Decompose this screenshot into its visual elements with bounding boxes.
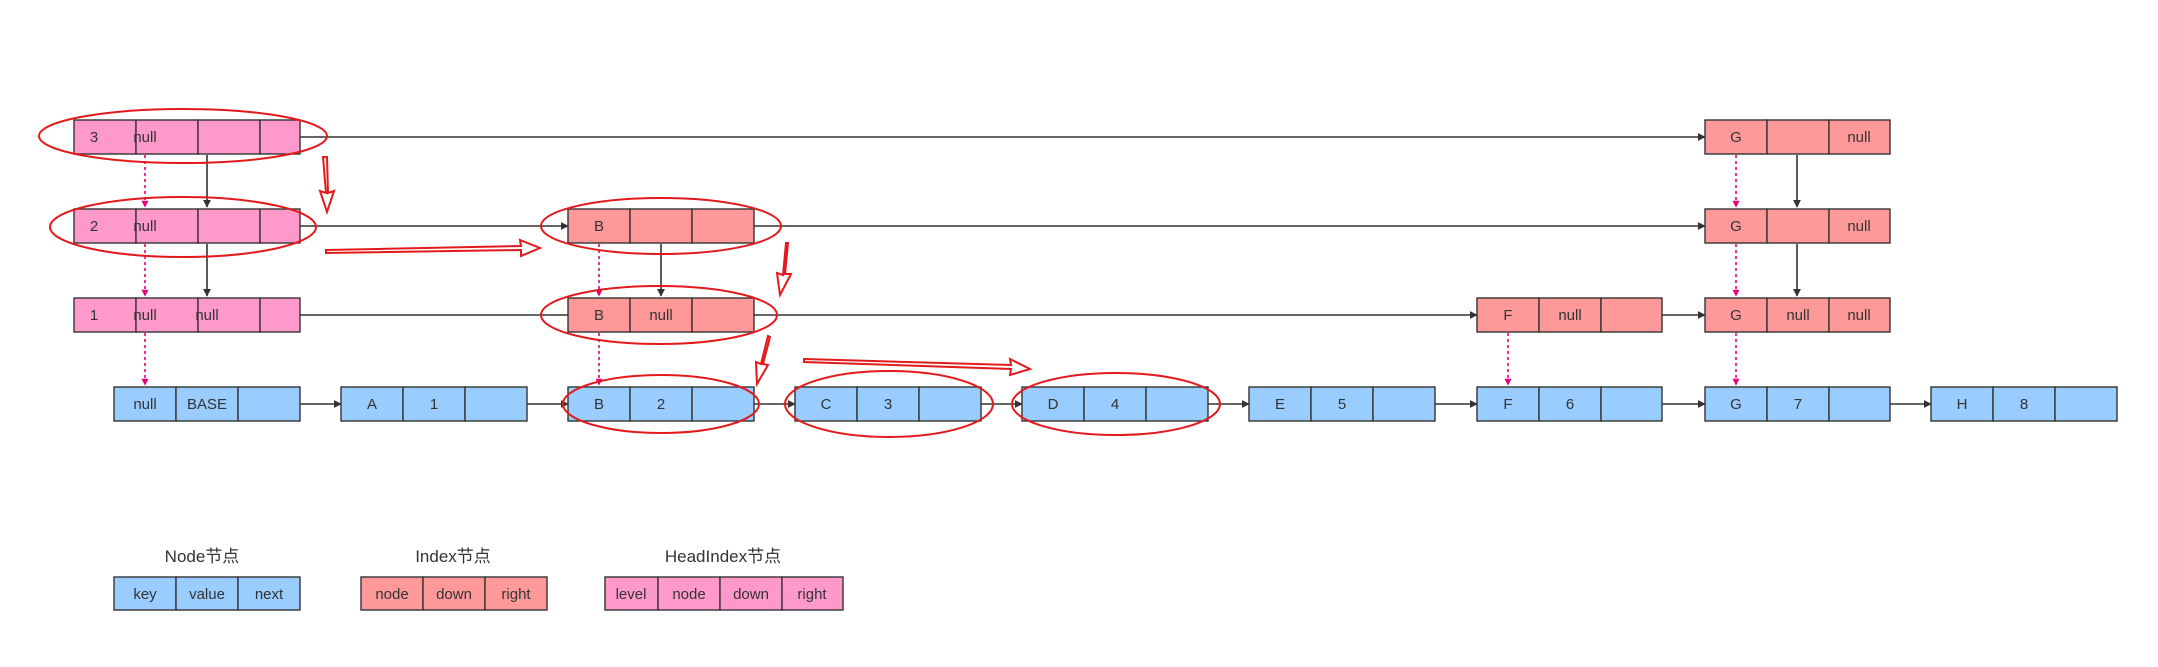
field-value: 1 <box>430 396 438 413</box>
field-key: E <box>1275 396 1285 413</box>
head-index-level-1: 1 null null <box>73 297 301 333</box>
field-value: 5 <box>1338 396 1346 413</box>
legend-head-index-title: HeadIndex节点 <box>665 547 781 566</box>
legend-index: Index节点 node down right <box>360 547 548 611</box>
legend-node-field-key: key <box>133 586 157 603</box>
field-right: null <box>1847 129 1870 146</box>
index-b-level-1: B null <box>567 297 755 333</box>
head-index-level-3: 3 null <box>73 119 301 155</box>
node-h: H 8 <box>1930 386 2118 422</box>
field-value: 8 <box>2020 396 2028 413</box>
legend-index-title: Index节点 <box>415 547 491 566</box>
highlight-ellipse-head2 <box>49 196 317 258</box>
field-key: D <box>1048 396 1059 413</box>
node-e: E 5 <box>1248 386 1436 422</box>
node-c: C 3 <box>794 386 982 422</box>
field-node: G <box>1730 218 1742 235</box>
legend-node-field-next: next <box>255 586 284 603</box>
field-down: null <box>195 307 218 324</box>
highlight-ellipse-node-b <box>562 374 760 434</box>
node-a: A 1 <box>340 386 528 422</box>
legend: Node节点 key value next Index节点 node down … <box>113 547 844 611</box>
field-value: 6 <box>1566 396 1574 413</box>
highlight-ellipse-b2 <box>540 197 782 255</box>
field-level: 2 <box>90 218 98 235</box>
highlight-ellipse-b1 <box>540 285 778 345</box>
highlight-ellipse-head3 <box>38 108 328 164</box>
head-index-level-2: 2 null <box>73 208 301 244</box>
field-right: null <box>1847 307 1870 324</box>
legend-index-field-right: right <box>501 586 531 603</box>
field-node: null <box>133 218 156 235</box>
hollow-arrow-down-1 <box>318 156 336 216</box>
field-node: G <box>1730 307 1742 324</box>
field-down: null <box>649 307 672 324</box>
field-value: BASE <box>187 396 227 413</box>
node-f: F 6 <box>1476 386 1663 422</box>
field-key: G <box>1730 396 1742 413</box>
field-key: F <box>1503 396 1512 413</box>
legend-head-index: HeadIndex节点 level node down right <box>604 547 844 611</box>
index-g-level-2: G null <box>1704 208 1891 244</box>
field-node: B <box>594 307 604 324</box>
index-g-level-3: G null <box>1704 119 1891 155</box>
search-path-highlight <box>38 108 1221 438</box>
field-value: 2 <box>657 396 665 413</box>
hollow-arrow-down-2 <box>775 242 793 299</box>
legend-node-field-value: value <box>189 586 225 603</box>
field-down: null <box>1558 307 1581 324</box>
legend-index-field-down: down <box>436 586 472 603</box>
field-level: 3 <box>90 129 98 146</box>
field-key: A <box>367 396 377 413</box>
field-node: F <box>1503 307 1512 324</box>
field-value: 7 <box>1794 396 1802 413</box>
field-node: G <box>1730 129 1742 146</box>
node-g: G 7 <box>1704 386 1891 422</box>
legend-head-field-right: right <box>797 586 827 603</box>
hollow-arrow-down-3 <box>754 334 772 388</box>
legend-head-field-node: node <box>672 586 705 603</box>
hollow-arrow-right-2 <box>803 357 1033 377</box>
legend-node-title: Node节点 <box>165 547 240 566</box>
highlight-ellipse-node-d <box>1011 372 1221 436</box>
field-value: 3 <box>884 396 892 413</box>
field-value: 4 <box>1111 396 1119 413</box>
legend-node: Node节点 key value next <box>113 547 301 611</box>
node-base: null BASE <box>113 386 301 422</box>
field-node: B <box>594 218 604 235</box>
legend-head-field-level: level <box>616 586 647 603</box>
index-g-level-1: G null null <box>1704 297 1891 333</box>
legend-head-field-down: down <box>733 586 769 603</box>
hollow-arrow-right-1 <box>325 238 543 258</box>
node-d: D 4 <box>1021 386 1209 422</box>
highlight-ellipse-node-c <box>784 370 994 438</box>
field-level: 1 <box>90 307 98 324</box>
legend-index-field-node: node <box>375 586 408 603</box>
field-key: B <box>594 396 604 413</box>
field-key: null <box>133 396 156 413</box>
node-pointers <box>141 155 1740 386</box>
field-right: null <box>1847 218 1870 235</box>
field-node: null <box>133 129 156 146</box>
horizontal-links <box>300 133 1932 408</box>
index-f-level-1: F null <box>1476 297 1663 333</box>
field-key: C <box>821 396 832 413</box>
field-key: H <box>1957 396 1968 413</box>
node-b: B 2 <box>567 386 755 422</box>
index-b-level-2: B <box>567 208 755 244</box>
field-down: null <box>1786 307 1809 324</box>
field-node: null <box>133 307 156 324</box>
